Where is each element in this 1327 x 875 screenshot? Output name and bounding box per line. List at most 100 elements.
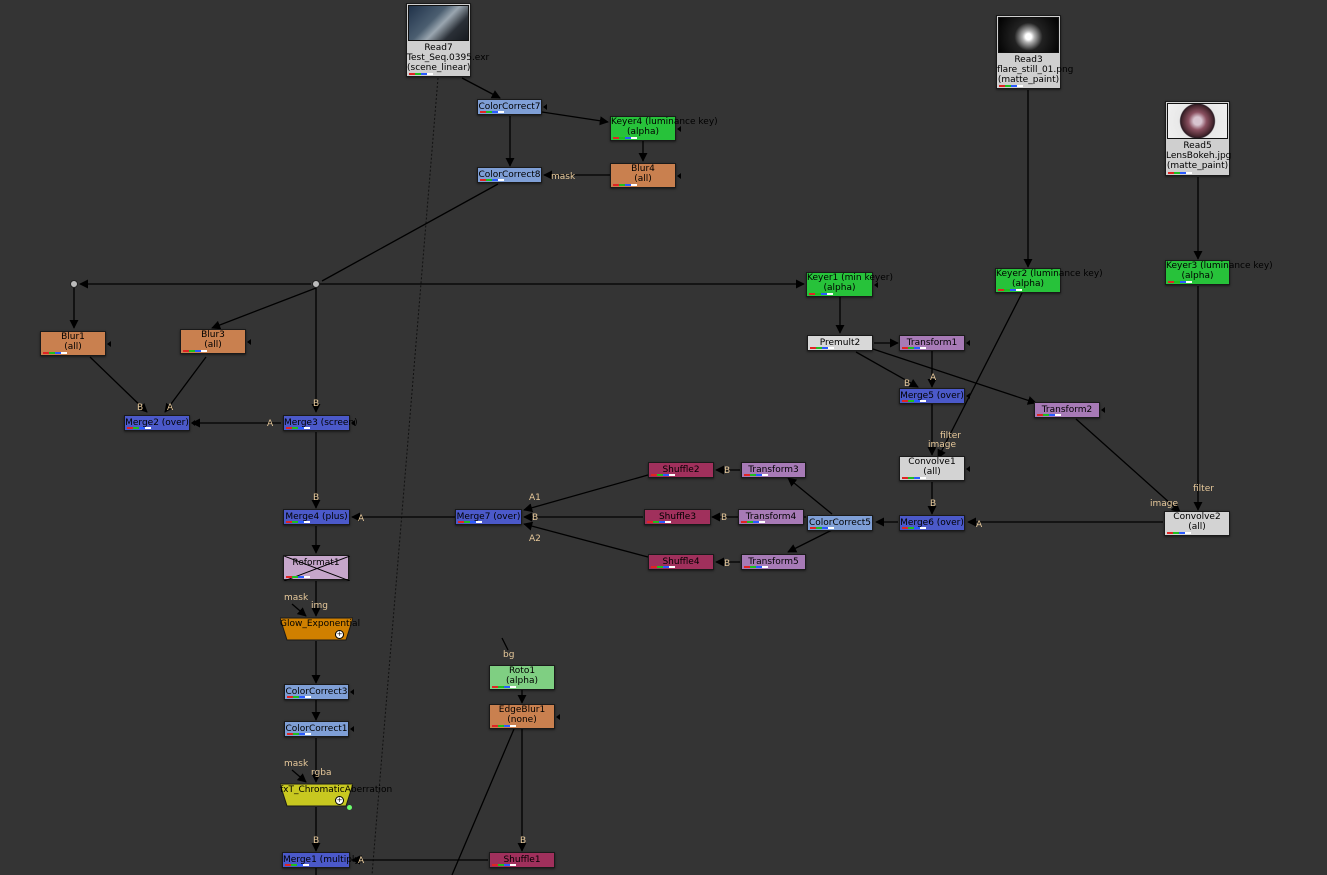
channel-indicator (902, 400, 926, 402)
mask-input-arrow (677, 125, 681, 132)
node-label: Reformat1 (292, 558, 340, 568)
node-transform2[interactable]: Transform2 (1034, 402, 1105, 418)
edge-mask-chroma (291, 769, 307, 783)
node-glow-exponential[interactable]: Glow_Exponential + (280, 617, 360, 641)
edge-premult2-transform2 (872, 348, 1037, 405)
mask-input-arrow (247, 338, 251, 345)
node-label: ColorCorrect1 (285, 724, 348, 734)
node-transform1[interactable]: Transform1 (899, 335, 970, 351)
channel-indicator (127, 427, 151, 429)
node-label: Merge1 (multiply) (283, 855, 364, 865)
input-label-a: A (358, 856, 365, 866)
mask-input-arrow (351, 420, 355, 426)
gizmo-shape (280, 617, 353, 641)
node-label: Transform1 (906, 338, 958, 348)
edge-premult2-merge5 (855, 351, 919, 388)
node-label: Transform4 (745, 512, 797, 522)
channel-indicator (492, 864, 516, 866)
node-reformat1[interactable]: Reformat1 (283, 555, 350, 581)
node-label: Transform2 (1041, 405, 1093, 415)
node-merge4[interactable]: Merge4 (plus) (283, 509, 350, 525)
channel-indicator (998, 289, 1022, 291)
input-label-rgba: rgba (311, 768, 332, 778)
channel-indicator (744, 474, 768, 476)
input-label-mask: mask (551, 172, 576, 182)
edge-colorcorrect5-transform5 (787, 529, 833, 553)
node-merge2[interactable]: Merge2 (over) (124, 415, 195, 431)
channel-indicator (744, 566, 768, 568)
channel-indicator (651, 474, 675, 476)
node-blur1[interactable]: Blur1(all) (40, 331, 111, 356)
input-label-a: A (930, 373, 937, 383)
node-blur4[interactable]: Blur4(all) (610, 163, 681, 188)
node-edgeblur1[interactable]: EdgeBlur1(none) (489, 704, 560, 729)
edge-blur3-merge2 (164, 356, 207, 413)
node-colorcorrect3[interactable]: ColorCorrect3 (284, 684, 354, 700)
input-label-mask: mask (284, 759, 309, 769)
gizmo-plus-icon: + (335, 630, 344, 639)
node-colorcorrect1[interactable]: ColorCorrect1 (284, 721, 354, 737)
node-label: Merge2 (over) (125, 418, 189, 428)
input-label-b: B (313, 399, 320, 409)
channel-indicator (999, 85, 1023, 87)
node-transform4[interactable]: Transform4 (738, 509, 804, 525)
node-merge3[interactable]: Merge3 (screen) (283, 415, 358, 431)
node-shuffle2[interactable]: Shuffle2 (648, 462, 714, 478)
node-transform5[interactable]: Transform5 (741, 554, 806, 570)
node-keyer3[interactable]: Keyer3 (luminance key)(alpha) (1165, 260, 1273, 285)
node-colorcorrect5[interactable]: ColorCorrect5 (807, 515, 873, 531)
input-label-b: B (532, 513, 539, 523)
input-label-b: B (520, 836, 527, 846)
gizmo-plus-icon: + (335, 796, 344, 805)
node-label: Roto1(alpha) (506, 666, 538, 686)
gizmo-shape (280, 783, 353, 807)
node-shuffle3[interactable]: Shuffle3 (644, 509, 711, 525)
channel-indicator (809, 293, 833, 295)
node-convolve2[interactable]: Convolve2(all) (1164, 511, 1230, 536)
input-label-image: image (1150, 499, 1179, 509)
node-roto1[interactable]: Roto1(alpha) (489, 665, 555, 690)
mask-input-arrow (107, 340, 111, 347)
channel-indicator (287, 733, 311, 735)
node-convolve1[interactable]: Convolve1(all) (899, 456, 970, 481)
input-label-a1: A1 (529, 493, 541, 503)
node-shuffle1[interactable]: Shuffle1 (489, 852, 555, 868)
dot-node[interactable] (70, 280, 78, 288)
node-label: Blur4(all) (631, 164, 655, 184)
channel-indicator (1167, 532, 1191, 534)
node-colorcorrect7[interactable]: ColorCorrect7 (477, 99, 547, 115)
thumbnail-image (1167, 103, 1228, 139)
node-merge7[interactable]: Merge7 (over) (455, 509, 522, 525)
channel-indicator (409, 73, 433, 75)
node-label: Keyer1 (min keyer)(alpha) (807, 273, 893, 293)
edge-shuffle4-merge7 (523, 521, 649, 558)
thumbnail-image (408, 5, 469, 41)
node-keyer4[interactable]: Keyer4 (luminance key)(alpha) (610, 116, 718, 141)
node-chromatic-aberration[interactable]: fxT_ChromaticAberration + (280, 783, 392, 807)
dot-node[interactable] (312, 280, 320, 288)
node-label: Shuffle3 (658, 512, 697, 522)
node-merge1[interactable]: Merge1 (multiply) (282, 852, 364, 868)
mask-input-arrow (966, 393, 970, 399)
node-keyer2[interactable]: Keyer2 (luminance key)(alpha) (995, 268, 1103, 293)
node-keyer1[interactable]: Keyer1 (min keyer)(alpha) (806, 272, 893, 297)
node-merge5[interactable]: Merge5 (over) (899, 388, 970, 404)
channel-indicator (43, 352, 67, 354)
node-shuffle4[interactable]: Shuffle4 (648, 554, 714, 570)
node-label: Keyer4 (luminance key)(alpha) (611, 117, 718, 137)
node-label: Merge4 (plus) (285, 512, 348, 522)
node-merge6[interactable]: Merge6 (over) (899, 515, 965, 531)
node-premult2[interactable]: Premult2 (807, 335, 873, 351)
input-label-b: B (313, 493, 320, 503)
edge-mask-glow (291, 603, 307, 617)
node-colorcorrect8[interactable]: ColorCorrect8 (477, 167, 542, 183)
edge-colorcorrect7-keyer4 (541, 111, 609, 126)
node-transform3[interactable]: Transform3 (741, 462, 806, 478)
mask-input-arrow (191, 420, 195, 426)
node-blur3[interactable]: Blur3(all) (180, 329, 251, 354)
mask-input-arrow (966, 340, 970, 346)
